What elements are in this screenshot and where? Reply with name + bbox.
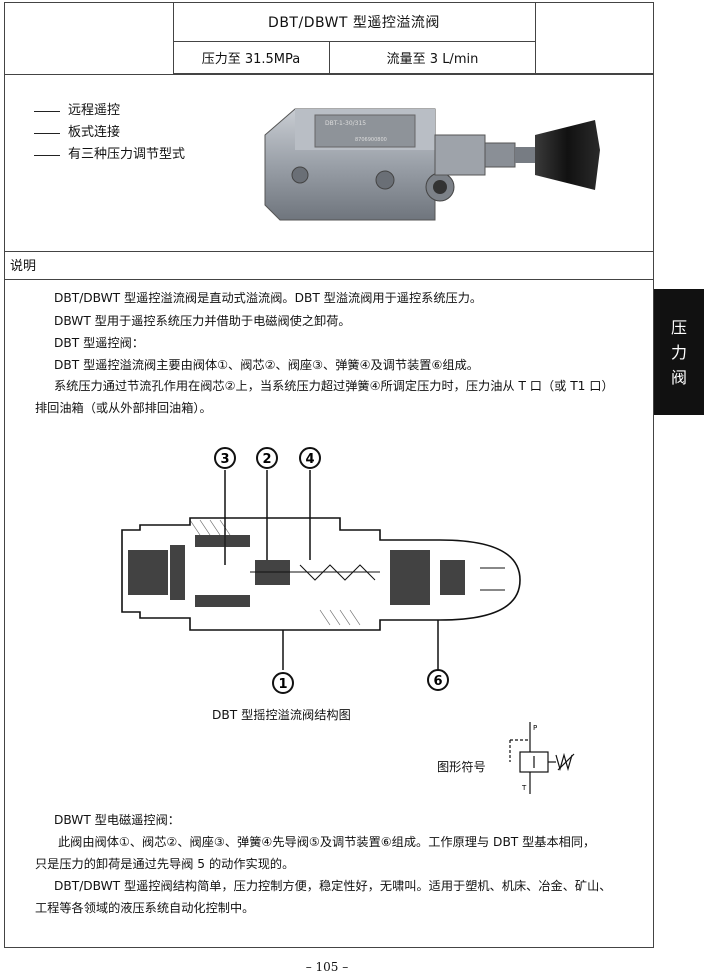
desc-line: DBT 型遥控溢流阀主要由阀体①、阀芯②、阀座③、弹簧④及调节装置⑥组成。 [54,358,479,372]
dbwt-line: DBWT 型电磁遥控阀： [54,813,180,827]
desc-line: 系统压力通过节流孔作用在阀芯②上，当系统压力超过弹簧④所调定压力时，压力油从 T… [54,379,614,393]
structure-diagram: 3 2 4 1 6 [121,447,521,694]
diagram-caption: DBT 型摇控溢流阀结构图 [212,708,351,722]
desc-line: DBWT 型用于遥控系统压力并借助于电磁阀使之卸荷。 [54,314,351,328]
dash-mark [34,132,60,134]
side-tab-char: 阀 [670,367,687,387]
feature-list: 远程遥控 板式连接 有三种压力调节型式 [34,100,185,166]
port-p-label: P [533,724,537,732]
dash-mark [34,110,60,112]
callout-label: 4 [305,452,314,467]
callout-label: 1 [278,677,287,692]
callout-label: 2 [262,452,271,467]
dbwt-line: 此阀由阀体①、阀芯②、阀座③、弹簧④先导阀⑤及调节装置⑥组成。工作原理与 DBT… [58,835,596,849]
header-spec-row [173,41,536,74]
feature-item: 有三种压力调节型式 [34,144,185,166]
desc-line: 排回油箱（或从外部排回油箱）。 [35,401,212,415]
hydraulic-symbol: P T [509,722,575,794]
side-tab-char: 压 [670,317,687,337]
pressure-spec: 压力至 31.5MPa [201,52,301,67]
section-label: 说明 [10,259,37,274]
dbwt-line: 工程等各领域的液压系统自动化控制中。 [35,901,255,915]
symbol-label: 图形符号 [437,760,486,774]
photo-section-rule [4,251,654,252]
desc-line: DBT 型遥控阀： [54,336,145,350]
dbwt-line: DBT/DBWT 型遥控阀结构简单，压力控制方便，稳定性好，无啸叫。适用于塑机、… [54,879,612,893]
header-bottom-rule [4,74,654,75]
dbwt-line: 只是压力的卸荷是通过先导阀 5 的动作实现的。 [35,857,295,871]
port-t-label: T [521,784,527,792]
side-tab-pressure-valve: 压 力 阀 [654,289,704,415]
side-tab-char: 力 [670,342,687,362]
feature-text: 有三种压力调节型式 [68,147,186,162]
header-spec-divider [329,41,330,74]
feature-item: 远程遥控 [34,100,185,122]
dash-mark [34,154,60,156]
feature-item: 板式连接 [34,122,185,144]
page-title: DBT/DBWT 型遥控溢流阀 [268,15,440,31]
nameplate-text-1: DBT-1-30/315 [325,120,366,127]
callout-label: 6 [433,674,442,689]
desc-line: DBT/DBWT 型遥控溢流阀是直动式溢流阀。DBT 型溢流阀用于遥控系统压力。 [54,291,483,305]
feature-text: 远程遥控 [68,103,121,118]
product-photo: DBT-1-30/315 8706900800 [264,108,600,221]
feature-text: 板式连接 [68,125,121,140]
nameplate-text-2: 8706900800 [355,137,387,143]
flow-spec: 流量至 3 L/min [386,52,479,67]
section-label-rule [4,279,654,280]
header-right-cell [535,2,654,74]
callout-label: 3 [220,452,229,467]
page-number: – 105 – [305,960,349,974]
